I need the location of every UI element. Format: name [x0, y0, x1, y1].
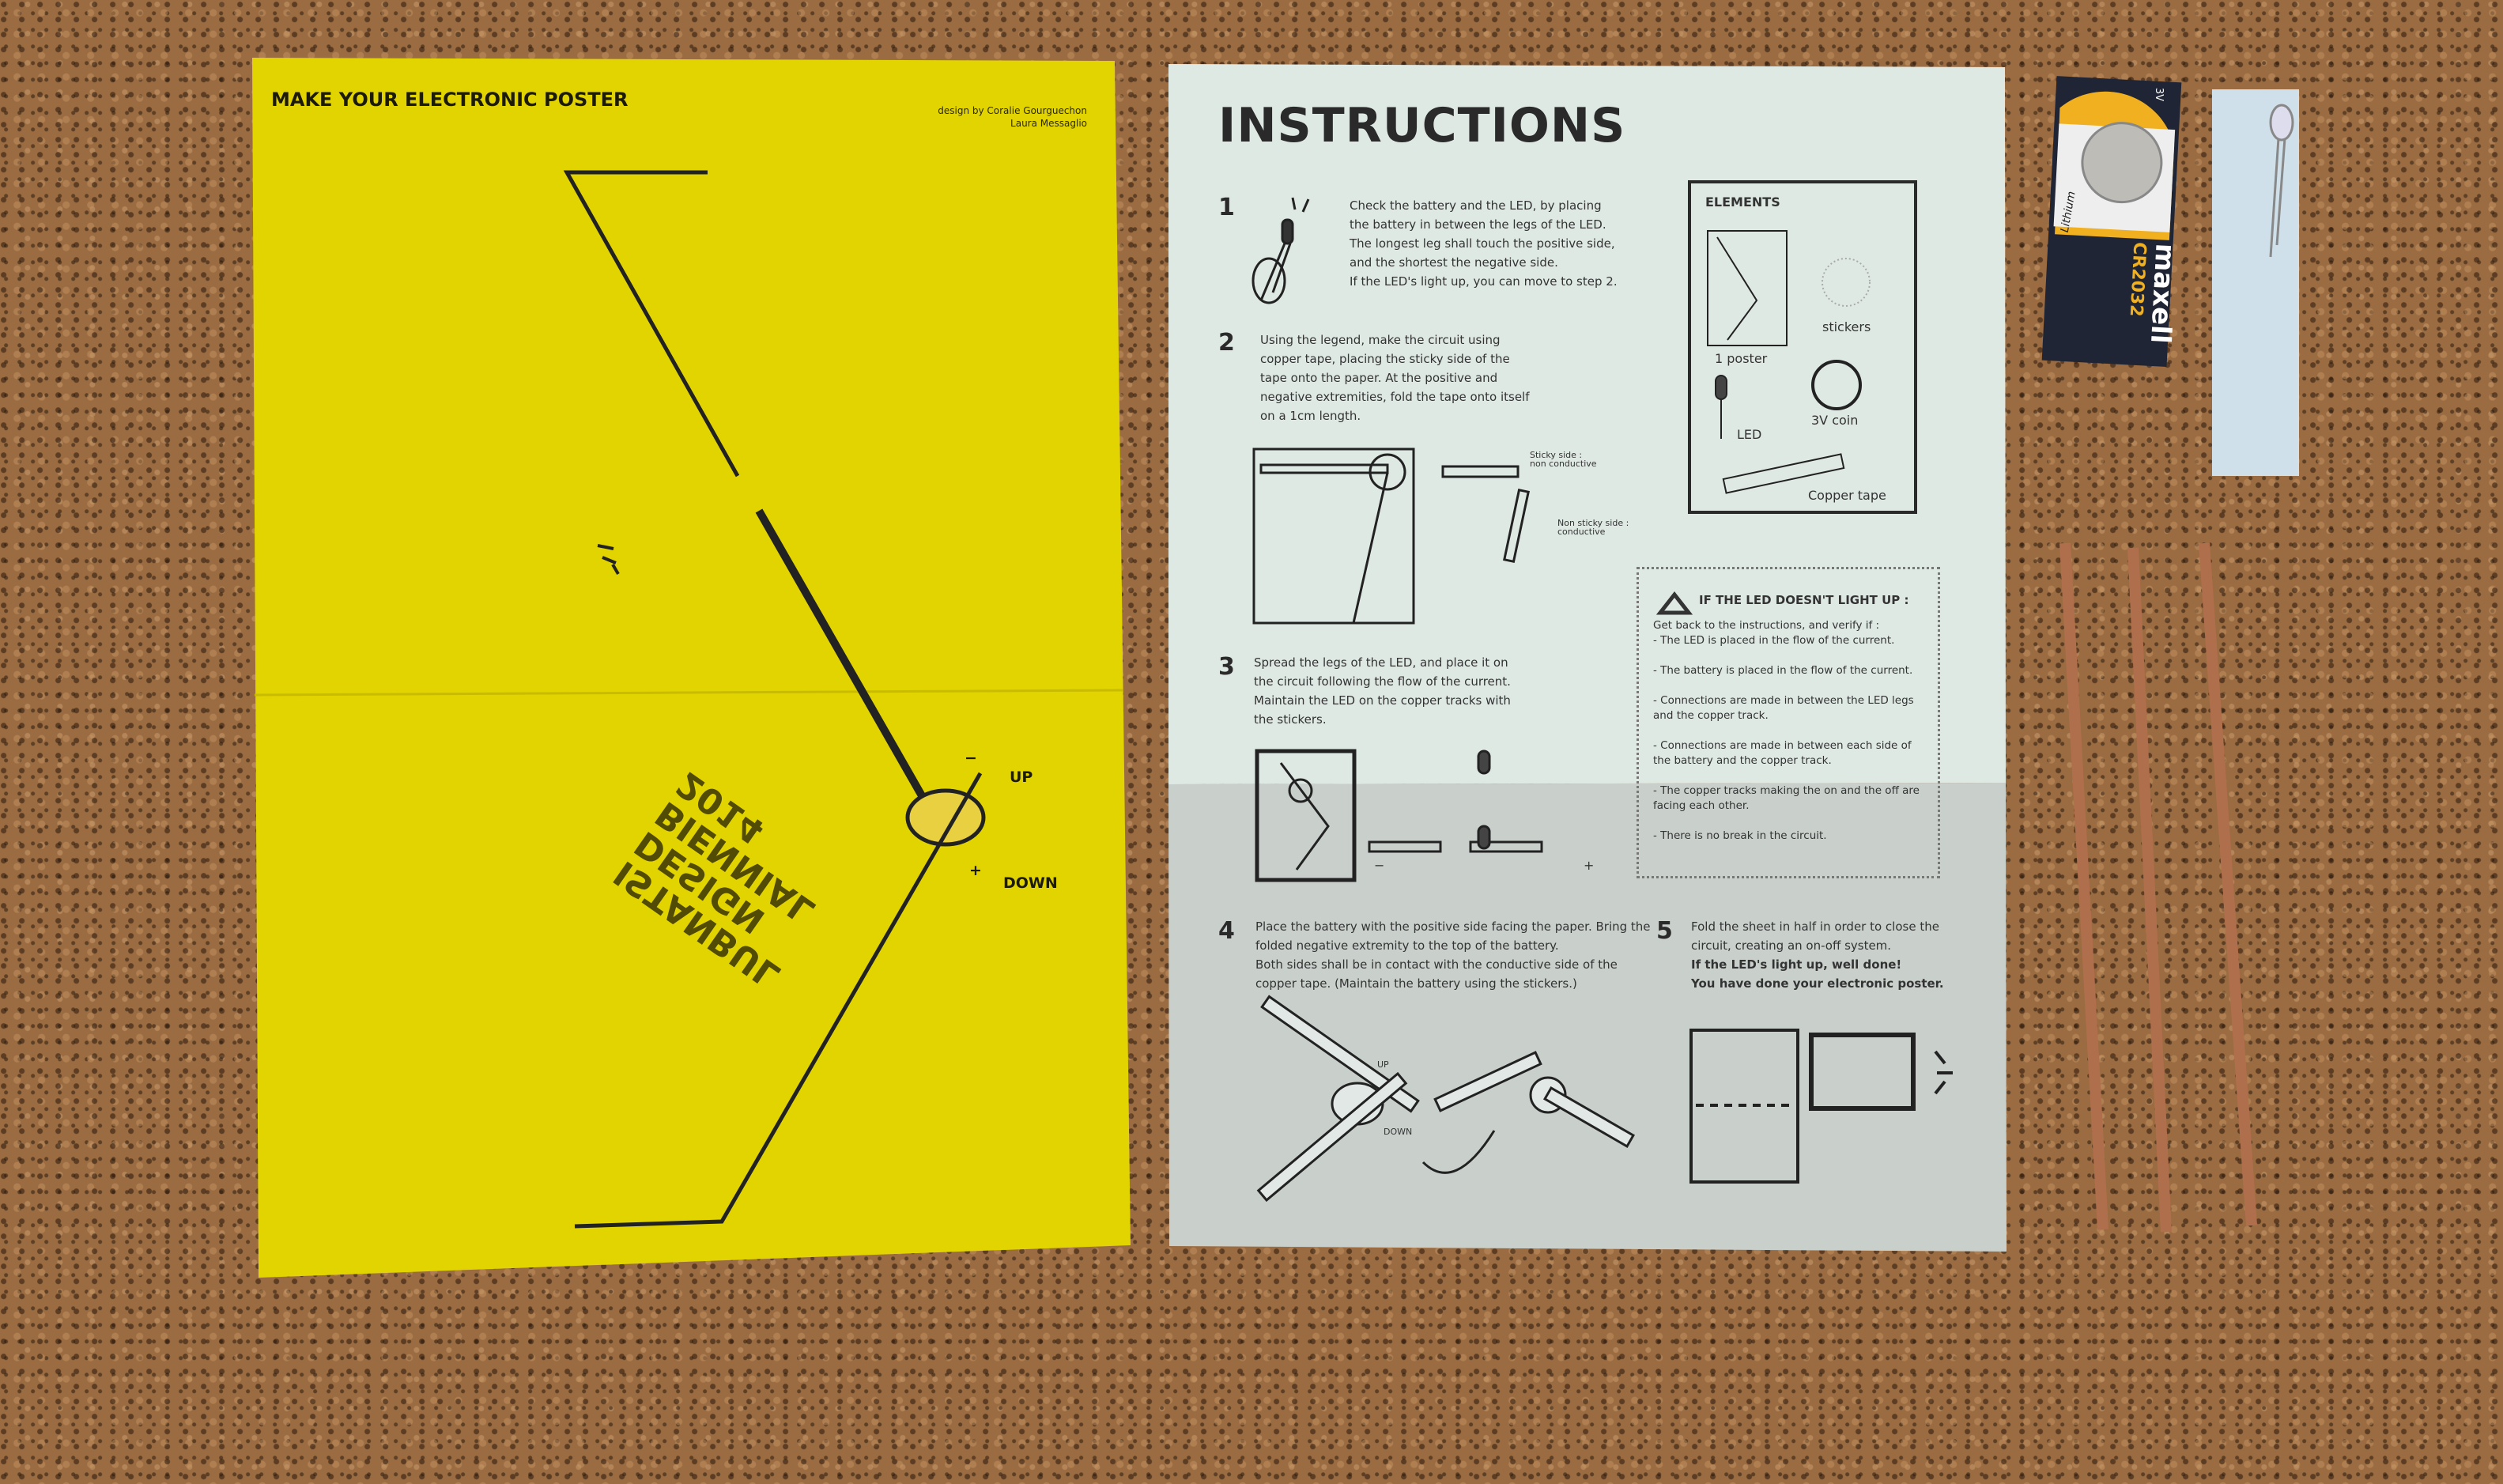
- warning-title: IF THE LED DOESN'T LIGHT UP :: [1699, 593, 1909, 607]
- instructions-sheet-top: [1168, 64, 2006, 784]
- step3-diagram: [1255, 749, 1543, 882]
- warning-item: - Connections are made in between the LE…: [1653, 694, 1914, 722]
- circuit-track-top: [563, 170, 740, 478]
- poster-fold-line: [254, 689, 1123, 697]
- battery-package: [2041, 76, 2182, 367]
- elements-box: ELEMENTS 1 poster stickers LED 3V coin C…: [1688, 180, 1917, 514]
- warning-triangle-icon: [1655, 591, 1693, 615]
- battery-brand: maxell: [2143, 242, 2181, 345]
- element-stickers: stickers: [1822, 319, 1871, 334]
- non-sticky-side-label: Non sticky side :conductive: [1557, 518, 1629, 537]
- step-number: 5: [1656, 917, 1673, 945]
- element-copper-tape: Copper tape: [1808, 488, 1886, 503]
- yellow-poster-sheet: [252, 58, 1131, 1278]
- element-poster: 1 poster: [1715, 351, 1768, 366]
- instructions-title: INSTRUCTIONS: [1218, 98, 1626, 153]
- copper-strip: [2059, 542, 2108, 1230]
- step4-up-label: UP: [1377, 1059, 1389, 1070]
- step-1-text: Check the battery and the LED, by placin…: [1350, 198, 1618, 289]
- step-3-text: Spread the legs of the LED, and place it…: [1254, 655, 1511, 727]
- elements-title: ELEMENTS: [1705, 194, 1780, 210]
- down-label: DOWN: [1003, 874, 1058, 892]
- step3-plus: +: [1584, 858, 1595, 873]
- step4-diagram: [1256, 995, 1636, 1203]
- step-number: 4: [1218, 917, 1235, 945]
- battery-voltage: 3V: [2153, 87, 2165, 102]
- warning-item: - The copper tracks making the on and th…: [1653, 784, 1920, 812]
- step-5-text: Fold the sheet in half in order to close…: [1691, 919, 1944, 991]
- battery-label: maxell CR2032: [2056, 238, 2181, 355]
- up-label: UP: [1010, 768, 1033, 786]
- warning-item: - The LED is placed in the flow of the c…: [1653, 634, 1895, 647]
- elements-drawings: [1707, 230, 1871, 494]
- light-rays-icon: [597, 544, 620, 576]
- step-number: 1: [1218, 194, 1235, 221]
- warning-intro: Get back to the instructions, and verify…: [1653, 619, 1880, 632]
- step-2-text: Using the legend, make the circuit using…: [1260, 333, 1530, 423]
- circuit-track-bottom: [574, 772, 983, 1229]
- led-component: [2269, 104, 2294, 258]
- step5-diagram: [1689, 1029, 1953, 1184]
- step-4-text: Place the battery with the positive side…: [1255, 919, 1651, 991]
- minus-label: −: [965, 750, 977, 767]
- step-number: 3: [1218, 653, 1235, 681]
- sticky-side-label: Sticky side :non conductive: [1530, 450, 1597, 469]
- step-number: 2: [1218, 329, 1235, 357]
- step4-down-label: DOWN: [1384, 1127, 1413, 1137]
- step3-minus: −: [1374, 858, 1385, 873]
- copper-strips: [2059, 542, 2257, 1233]
- step2-diagram: [1252, 447, 1531, 625]
- element-led: LED: [1737, 427, 1762, 442]
- warning-item: - The battery is placed in the flow of t…: [1653, 664, 1913, 677]
- element-coin: 3V coin: [1811, 413, 1859, 428]
- warning-box: IF THE LED DOESN'T LIGHT UP : Get back t…: [1637, 567, 1940, 878]
- warning-item: - Connections are made in between each s…: [1653, 739, 1912, 767]
- credit-line: design by Coralie Gourguechon: [938, 105, 1087, 116]
- copper-strip: [2127, 547, 2172, 1233]
- led-battery-icon: [1252, 197, 1310, 304]
- circuit-track-thick: [755, 508, 927, 801]
- credit-line: Laura Messaglio: [1010, 118, 1087, 129]
- led-card: [2212, 89, 2299, 476]
- warning-item: - There is no break in the circuit.: [1653, 829, 1827, 842]
- plus-label: +: [969, 862, 982, 879]
- poster-title: MAKE YOUR ELECTRONIC POSTER: [271, 89, 629, 111]
- copper-strip: [2199, 542, 2257, 1226]
